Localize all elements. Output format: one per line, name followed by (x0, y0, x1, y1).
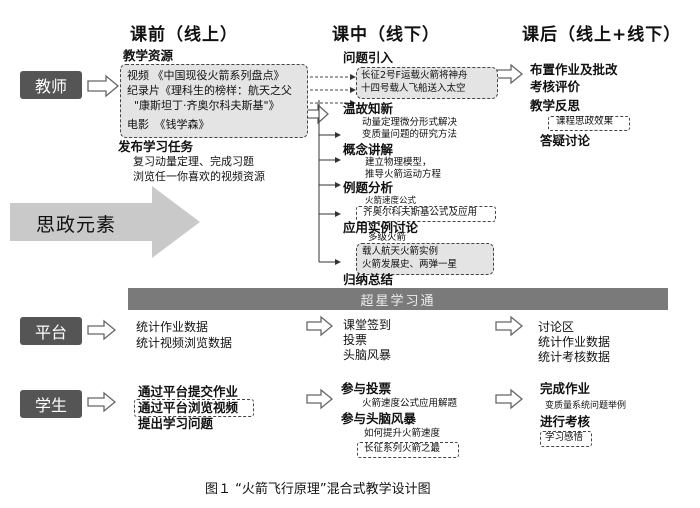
platform-post-item: 统计作业数据 (538, 335, 611, 349)
platform-post-item: 统计考核数据 (538, 350, 611, 364)
platform-in-item: 课堂签到 (343, 318, 392, 332)
platform-pre-item: 统计作业数据 (136, 320, 209, 334)
arrow-platform-in (306, 315, 334, 337)
role-teacher: 教师 (20, 71, 82, 99)
ideology-label: 思政元素 (36, 214, 117, 236)
figure-caption: 图１ “火箭飞行原理”混合式教学设计图 (205, 482, 431, 497)
student-exam-box (540, 431, 592, 447)
teacher-resources-box (120, 64, 308, 138)
review-item: 动量定理微分形式解决 (362, 117, 458, 128)
intro-title: 问题引入 (343, 50, 394, 65)
teacher-resources-title: 教学资源 (123, 48, 174, 63)
post-item-qa: 答疑讨论 (540, 133, 591, 148)
example-item: 齐奥尔科夫斯基公式及应用 (363, 207, 478, 218)
header-in-class: 课中（线下） (332, 25, 440, 45)
example-item: 火箭速度公式 (365, 196, 417, 206)
application-item: 载人航天火箭实例 (362, 246, 439, 257)
task-item: 浏览任一你喜欢的视频资源 (133, 170, 265, 183)
teacher-task-title: 发布学习任务 (118, 139, 194, 154)
example-title: 例题分析 (343, 180, 394, 195)
arrow-teacher-in (306, 103, 329, 125)
student-homework: 完成作业 (540, 381, 591, 396)
resource-item: 纪录片《理科生的榜样：航天之父 (127, 84, 292, 97)
arrow-platform-pre (87, 319, 117, 341)
review-title: 温故知新 (343, 101, 394, 116)
platform-in-item: 投票 (343, 333, 368, 347)
student-exam: 进行考核 (540, 414, 591, 429)
arrow-student-pre (87, 391, 117, 413)
intro-item: 长征2号F运载火箭将神舟 (361, 70, 468, 81)
intro-item: 十四号载人飞船送入太空 (361, 83, 466, 94)
ideology-arrow-shape (10, 186, 200, 258)
platform-bar: 超星学习通 (128, 288, 668, 310)
student-brainstorm-box-label: 长征系列火箭之最 (364, 443, 441, 454)
concept-item: 建立物理模型， (365, 157, 432, 168)
intro-box (356, 67, 498, 99)
role-platform: 平台 (20, 317, 82, 345)
application-title: 应用实例讨论 (343, 220, 419, 235)
reflection-box-label: 课程思政效果 (556, 116, 614, 127)
resource-item: "康斯坦丁·齐奥尔科夫斯基"》 (134, 99, 280, 112)
role-student: 学生 (20, 390, 82, 418)
student-brainstorm-item: 如何提升火箭速度 (364, 428, 441, 439)
student-brainstorm-box (357, 442, 459, 458)
student-pre-item: 通过平台提交作业 (138, 384, 239, 399)
task-item: 复习动量定理、完成习题 (133, 155, 254, 168)
summary-title: 归纳总结 (343, 272, 394, 287)
student-view-video-box (134, 399, 254, 417)
student-vote-title: 参与投票 (341, 381, 392, 396)
resource-item: 电影 《钱学森》 (127, 118, 210, 131)
concept-title: 概念讲解 (343, 142, 394, 157)
header-pre-class: 课前（线上） (130, 25, 238, 45)
arrow-student-in (306, 388, 334, 410)
post-item: 教学反思 (530, 98, 581, 113)
post-item: 考核评价 (530, 79, 581, 94)
platform-in-item: 头脑风暴 (343, 348, 392, 362)
arrow-teacher-pre (87, 74, 120, 98)
concept-item: 推导火箭运动方程 (365, 169, 442, 180)
student-vote-item: 火箭速度公式应用解题 (362, 398, 458, 409)
post-item: 布置作业及批改 (530, 62, 618, 77)
student-brainstorm-title: 参与头脑风暴 (341, 411, 417, 426)
resource-item: 视频 《中国现役火箭系列盘点》 (127, 69, 285, 82)
reflection-box (548, 116, 630, 131)
application-item: 火箭发展史、两弹一星 (362, 259, 458, 270)
student-pre-item: 通过平台浏览视频 (138, 400, 239, 415)
header-post-class: 课后（线上+线下） (522, 25, 682, 45)
student-exam-box-label: 学习感悟 (545, 432, 584, 443)
student-homework-item: 变质量系统问题举例 (545, 401, 627, 411)
review-item: 变质量问题的研究方法 (362, 129, 458, 140)
example-box (356, 206, 496, 222)
arrow-platform-post (495, 315, 524, 337)
student-pre-item: 提出学习问题 (138, 416, 214, 431)
arrow-student-post (495, 388, 524, 410)
platform-pre-item: 统计视频浏览数据 (136, 336, 233, 350)
application-box (356, 243, 494, 275)
application-item: 多级火箭 (368, 232, 407, 243)
platform-post-item: 讨论区 (538, 320, 575, 334)
arrow-teacher-post (495, 63, 524, 85)
